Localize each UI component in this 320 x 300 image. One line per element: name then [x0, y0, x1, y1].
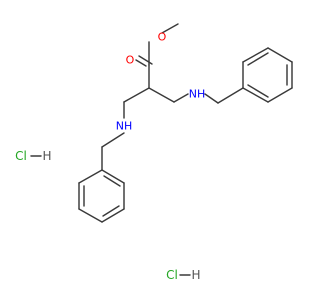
right-ring-inner-3: [247, 52, 269, 66]
left-ring-bond-3: [101, 208, 125, 223]
carbonyl-oxygen-label: O: [126, 54, 135, 67]
bond-right-ch2-n: [173, 93, 189, 103]
right-amine-label: NH: [189, 88, 206, 101]
bond-center-right-ch2: [148, 87, 175, 103]
right-ring-bond-2: [267, 87, 293, 103]
right-ring-inner-1: [247, 84, 269, 98]
right-ring-bond-5: [242, 47, 269, 63]
ester-oxygen-label: O: [158, 31, 167, 44]
bond-carbonyl-double-2: [138, 55, 153, 65]
hydrogen-label-bottom: H: [191, 268, 200, 282]
chloride-label-left: Cl: [15, 149, 27, 163]
chloride-label-bottom: Cl: [166, 268, 178, 282]
bond-center-left-ch2: [123, 87, 150, 103]
left-ring-bond-6: [78, 169, 103, 184]
left-ring-bond-4: [78, 208, 103, 223]
left-amine-label: NH: [116, 120, 133, 133]
hydrogen-label-left: H: [42, 149, 51, 163]
bond-methyl-o: [161, 23, 179, 34]
bond-right-benzyl-ring: [217, 87, 244, 104]
right-ring-bond-1: [242, 87, 269, 103]
bond-left-n-benzyl: [101, 132, 125, 148]
left-ring-inner-1: [103, 175, 121, 187]
left-ring-inner-2: [102, 205, 120, 217]
bond-carbonyl-double-1: [135, 59, 147, 67]
left-ring-bond-1: [101, 169, 125, 184]
chemical-structure-diagram: O O NH NH Cl H Cl H: [15, 23, 293, 282]
bond-right-n-benzyl: [204, 93, 219, 104]
right-ring-bond-4: [267, 47, 293, 63]
